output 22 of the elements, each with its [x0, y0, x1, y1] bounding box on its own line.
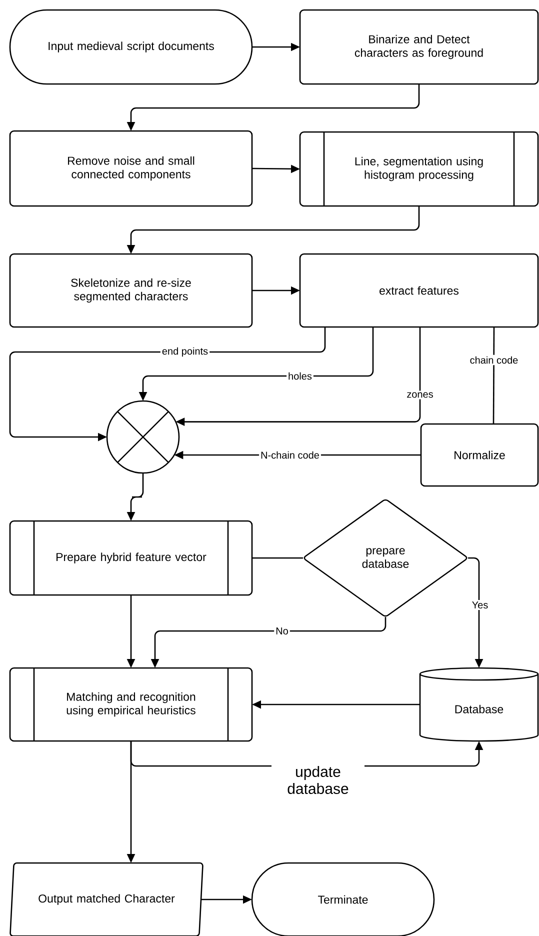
- process-box: extract features: [299, 253, 539, 328]
- process-box: Normalize: [420, 423, 539, 487]
- edge-label: Yes: [470, 600, 490, 610]
- start-terminal: Input medieval script documents: [9, 9, 253, 85]
- summing-junction: [106, 400, 180, 474]
- edge-label: holes: [286, 370, 314, 382]
- database-cylinder: Database: [419, 667, 539, 742]
- edge-label: end points: [160, 346, 210, 358]
- edge-label: No: [274, 626, 290, 636]
- edge-label: update database: [272, 764, 364, 796]
- process-box: Remove noise and small connected components: [9, 130, 253, 207]
- edge-label: N-chain code: [259, 450, 321, 460]
- subprocess-box: Prepare hybrid feature vector: [9, 520, 253, 596]
- edge-label: chain code: [468, 354, 520, 366]
- data-parallelogram: Output matched Character: [10, 862, 204, 936]
- process-box: Binarize and Detect characters as foreground: [299, 9, 539, 85]
- node-label: Database: [455, 704, 504, 714]
- end-terminal: Terminate: [251, 862, 435, 936]
- process-box: Skeletonize and re-size segmented characters: [9, 253, 253, 328]
- subprocess-box: Matching and recognition using empirical heuristics: [9, 667, 253, 742]
- subprocess-box: Line, segmentation using histogram processing: [299, 131, 539, 207]
- edge-label: zones: [405, 390, 435, 400]
